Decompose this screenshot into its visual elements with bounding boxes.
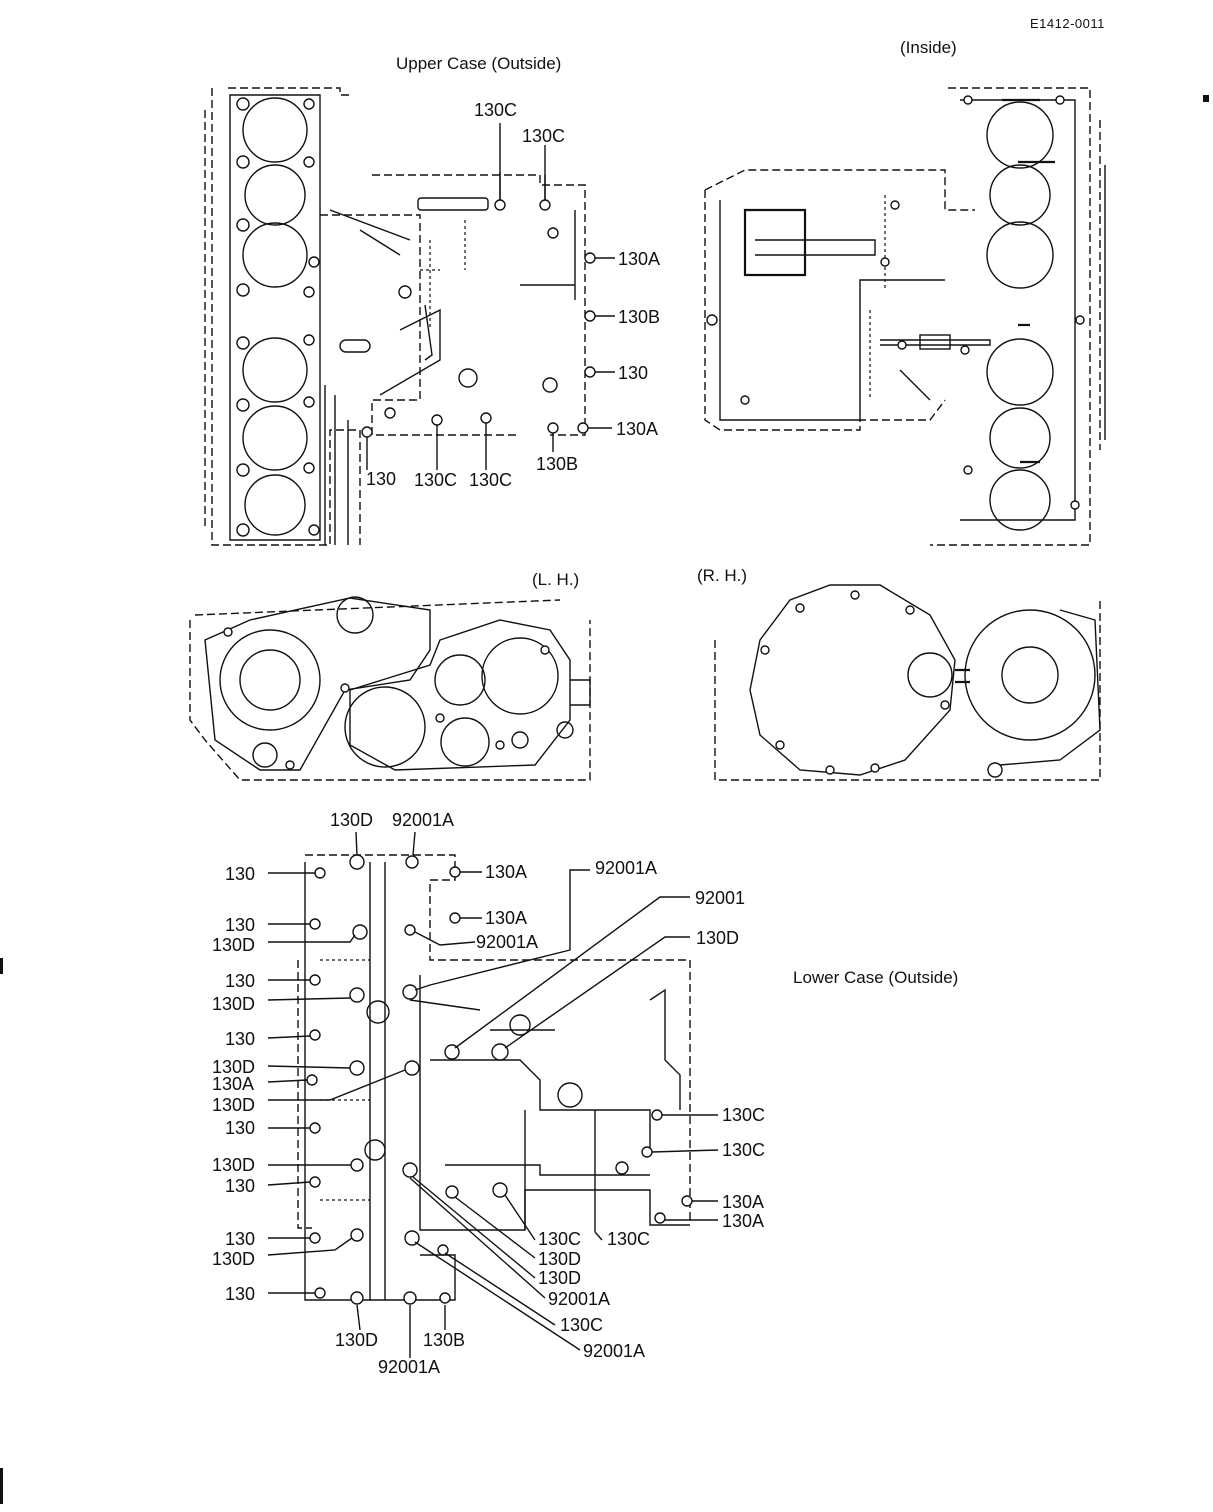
lower-part-label: 130D (212, 994, 256, 1014)
lower-part-label: 130D (212, 1095, 256, 1115)
lower-part-label: 130 (225, 915, 256, 935)
lower-part-label: 130D (335, 1330, 379, 1350)
lower-part-label: 130D (330, 810, 374, 830)
lower-part-label: 130C (538, 1229, 582, 1249)
lower-part-label: 92001A (378, 1357, 441, 1377)
upper-part-label: 130C (414, 470, 458, 490)
lower-part-label: 130 (225, 864, 256, 884)
left-side-drawing (189, 596, 591, 781)
lower-part-label: 130A (485, 908, 528, 928)
lower-part-label: 92001A (595, 858, 658, 878)
lower-part-label: 130A (485, 862, 528, 882)
upper-part-label: 130C (522, 126, 566, 146)
lower-part-label: 92001A (476, 932, 539, 952)
lower-part-label: 130C (722, 1140, 766, 1160)
lower-part-label: 130A (722, 1192, 765, 1212)
lower-case-outside-drawing (267, 831, 719, 1358)
upper-part-label: 130C (469, 470, 513, 490)
lower-part-label: 130 (225, 1229, 256, 1249)
lower-part-label: 130 (225, 1284, 256, 1304)
lower-part-label: 130D (212, 1155, 256, 1175)
lower-part-label: 92001A (392, 810, 455, 830)
view-title-upper-outside: Upper Case (Outside) (396, 54, 562, 73)
right-side-drawing (714, 584, 1101, 781)
lower-part-label: 130C (560, 1315, 604, 1335)
lower-part-label: 130C (607, 1229, 651, 1249)
upper-part-label: 130 (366, 469, 397, 489)
upper-part-label: 130B (618, 307, 661, 327)
lower-part-label: 92001 (695, 888, 746, 908)
lower-part-label: 130 (225, 971, 256, 991)
lower-part-label: 130 (225, 1176, 256, 1196)
lower-part-label: 130C (722, 1105, 766, 1125)
lower-part-label: 130D (538, 1268, 582, 1288)
lower-part-label: 130 (225, 1118, 256, 1138)
lower-part-label: 130D (538, 1249, 582, 1269)
upper-part-label: 130B (536, 454, 579, 474)
view-title-left-side: (L. H.) (532, 570, 580, 589)
document-code: E1412-0011 (1030, 16, 1105, 31)
upper-case-inside-drawing (704, 87, 1209, 546)
lower-part-label: 130B (423, 1330, 466, 1350)
view-title-lower-outside: Lower Case (Outside) (793, 968, 959, 987)
lower-part-label: 130D (212, 1057, 256, 1077)
upper-case-outside-drawing (204, 87, 615, 546)
lower-part-label: 92001A (548, 1289, 611, 1309)
upper-part-label: 130A (616, 419, 659, 439)
upper-part-label: 130C (474, 100, 518, 120)
upper-part-label: 130 (618, 363, 649, 383)
view-title-right-side: (R. H.) (697, 566, 748, 585)
lower-part-label: 130D (212, 1249, 256, 1269)
lower-part-label: 92001A (583, 1341, 646, 1361)
lower-part-label: 130 (225, 1029, 256, 1049)
lower-part-label: 130D (212, 935, 256, 955)
lower-part-label: 130A (722, 1211, 765, 1231)
view-title-upper-inside: (Inside) (900, 38, 957, 57)
lower-part-label: 130D (696, 928, 740, 948)
lower-part-label: 130A (212, 1074, 255, 1094)
upper-part-label: 130A (618, 249, 661, 269)
